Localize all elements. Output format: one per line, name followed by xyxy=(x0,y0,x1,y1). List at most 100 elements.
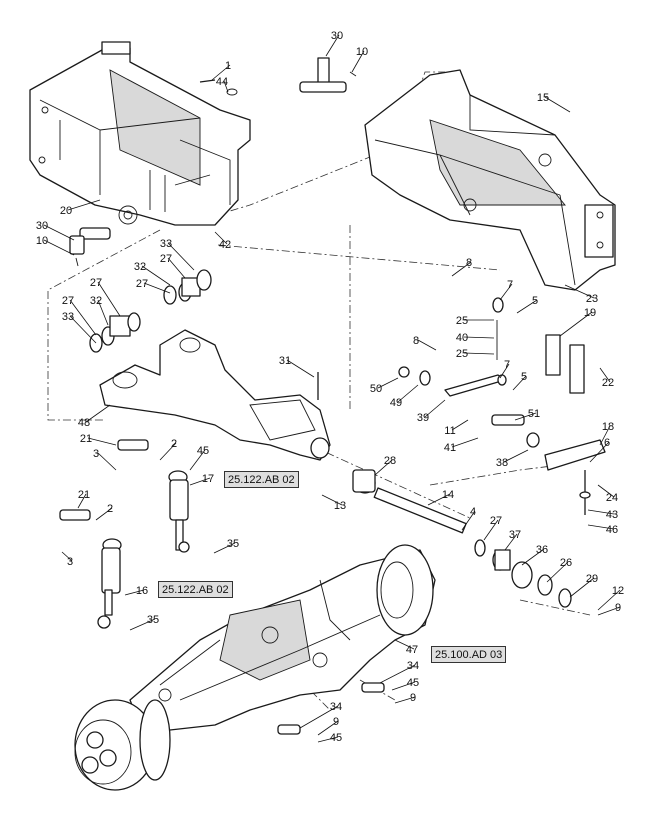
reference-box-16[interactable]: 25.122.AB 02 xyxy=(158,581,233,598)
callout-c22[interactable]: 22 xyxy=(602,377,614,389)
leader-line-c8a xyxy=(451,261,472,277)
callout-c29[interactable]: 29 xyxy=(586,573,598,585)
callout-c3b[interactable]: 3 xyxy=(67,556,73,568)
callout-c9c[interactable]: 9 xyxy=(333,716,339,728)
callout-c30b[interactable]: 30 xyxy=(36,220,48,232)
callout-c40[interactable]: 40 xyxy=(456,332,468,344)
callout-c35a[interactable]: 35 xyxy=(227,538,239,550)
callout-c48[interactable]: 48 xyxy=(78,417,90,429)
callout-c27d[interactable]: 27 xyxy=(90,277,102,289)
callout-c7a[interactable]: 7 xyxy=(507,279,513,291)
leader-line-c28 xyxy=(374,459,393,476)
leader-line-c26 xyxy=(546,561,569,583)
reference-box-47[interactable]: 25.100.AD 03 xyxy=(431,646,507,663)
callout-c24[interactable]: 24 xyxy=(606,492,618,504)
callout-c51[interactable]: 51 xyxy=(528,408,540,420)
callout-c39[interactable]: 39 xyxy=(417,412,429,424)
leader-line-c36 xyxy=(521,548,545,566)
callout-c27b[interactable]: 27 xyxy=(136,278,148,290)
callout-c8b[interactable]: 8 xyxy=(413,335,419,347)
leader-line-c44a xyxy=(223,80,229,93)
callout-c12[interactable]: 12 xyxy=(612,585,624,597)
callout-c16[interactable]: 16 xyxy=(136,585,148,597)
callout-c21b[interactable]: 21 xyxy=(78,489,90,501)
callout-c19[interactable]: 19 xyxy=(584,307,596,319)
callout-c34a[interactable]: 34 xyxy=(407,660,419,672)
callout-c32a[interactable]: 32 xyxy=(134,261,146,273)
callout-c18[interactable]: 18 xyxy=(602,421,614,433)
callout-c10a[interactable]: 10 xyxy=(356,46,368,58)
callout-c37[interactable]: 37 xyxy=(509,529,521,541)
leader-line-c27a xyxy=(167,257,186,279)
lower-pins xyxy=(277,682,385,735)
callout-c38[interactable]: 38 xyxy=(496,457,508,469)
callout-c27c[interactable]: 27 xyxy=(62,295,74,307)
leader-line-c40 xyxy=(463,336,495,339)
callout-c47[interactable]: 47 xyxy=(406,644,418,656)
callout-c50[interactable]: 50 xyxy=(370,383,382,395)
callout-c5a[interactable]: 5 xyxy=(532,295,538,307)
callout-c4[interactable]: 4 xyxy=(470,506,476,518)
callout-c5b[interactable]: 5 xyxy=(521,371,527,383)
callout-c43[interactable]: 43 xyxy=(606,509,618,521)
leader-line-c5b xyxy=(512,375,527,391)
callout-c31[interactable]: 31 xyxy=(279,355,291,367)
linkage-hardware xyxy=(398,297,606,515)
steering-cylinder-lower xyxy=(97,538,122,629)
callout-c34b[interactable]: 34 xyxy=(330,701,342,713)
leader-line-c30b xyxy=(43,224,75,241)
callout-c3a[interactable]: 3 xyxy=(93,448,99,460)
leader-line-c22 xyxy=(599,367,611,383)
callout-c36[interactable]: 36 xyxy=(536,544,548,556)
callout-c8a[interactable]: 8 xyxy=(466,257,472,269)
callout-c13[interactable]: 13 xyxy=(334,500,346,512)
callout-c32b[interactable]: 32 xyxy=(90,295,102,307)
callout-c17[interactable]: 17 xyxy=(202,473,214,485)
callout-c7b[interactable]: 7 xyxy=(504,359,510,371)
callout-c15[interactable]: 15 xyxy=(537,92,549,104)
callout-c44a[interactable]: 44 xyxy=(216,76,228,88)
callout-c10b[interactable]: 10 xyxy=(36,235,48,247)
swing-arm xyxy=(99,329,331,461)
leader-line-c45a xyxy=(189,449,206,471)
callout-c1[interactable]: 1 xyxy=(225,60,231,72)
leader-line-c16 xyxy=(124,589,145,596)
callout-c21a[interactable]: 21 xyxy=(80,433,92,445)
leader-line-c46 xyxy=(587,524,615,530)
callout-c33a[interactable]: 33 xyxy=(160,238,172,250)
callout-c25a[interactable]: 25 xyxy=(456,315,468,327)
callout-c14[interactable]: 14 xyxy=(442,489,454,501)
leader-line-c14 xyxy=(427,493,451,506)
callout-c27e[interactable]: 27 xyxy=(490,515,502,527)
callout-c25b[interactable]: 25 xyxy=(456,348,468,360)
callout-c9a[interactable]: 9 xyxy=(615,602,621,614)
callout-c45b[interactable]: 45 xyxy=(407,677,419,689)
callout-c46[interactable]: 46 xyxy=(606,524,618,536)
callout-c23[interactable]: 23 xyxy=(586,293,598,305)
callout-c35b[interactable]: 35 xyxy=(147,614,159,626)
callout-c42[interactable]: 42 xyxy=(219,239,231,251)
callout-c26[interactable]: 26 xyxy=(560,557,572,569)
callout-c11[interactable]: 11 xyxy=(444,425,455,437)
leader-line-c31 xyxy=(286,359,315,378)
callout-c6[interactable]: 6 xyxy=(604,437,610,449)
leader-line-c17 xyxy=(189,477,211,486)
callout-c28[interactable]: 28 xyxy=(384,455,396,467)
callout-c33b[interactable]: 33 xyxy=(62,311,74,323)
leader-line-c27c xyxy=(69,299,97,336)
callout-c2b[interactable]: 2 xyxy=(107,503,113,515)
leader-line-c45c xyxy=(317,736,339,743)
reference-box-17[interactable]: 25.122.AB 02 xyxy=(224,471,299,488)
callout-c49[interactable]: 49 xyxy=(390,397,402,409)
callout-c30a[interactable]: 30 xyxy=(331,30,343,42)
callout-c27a[interactable]: 27 xyxy=(160,253,172,265)
callout-c9b[interactable]: 9 xyxy=(410,692,416,704)
callout-c20[interactable]: 20 xyxy=(60,205,72,217)
callout-c41[interactable]: 41 xyxy=(444,442,456,454)
leader-line-c29 xyxy=(569,577,595,598)
leader-line-c8b xyxy=(417,339,437,351)
callout-c45a[interactable]: 45 xyxy=(197,445,209,457)
callout-c45c[interactable]: 45 xyxy=(330,732,342,744)
callout-c2a[interactable]: 2 xyxy=(171,438,177,450)
